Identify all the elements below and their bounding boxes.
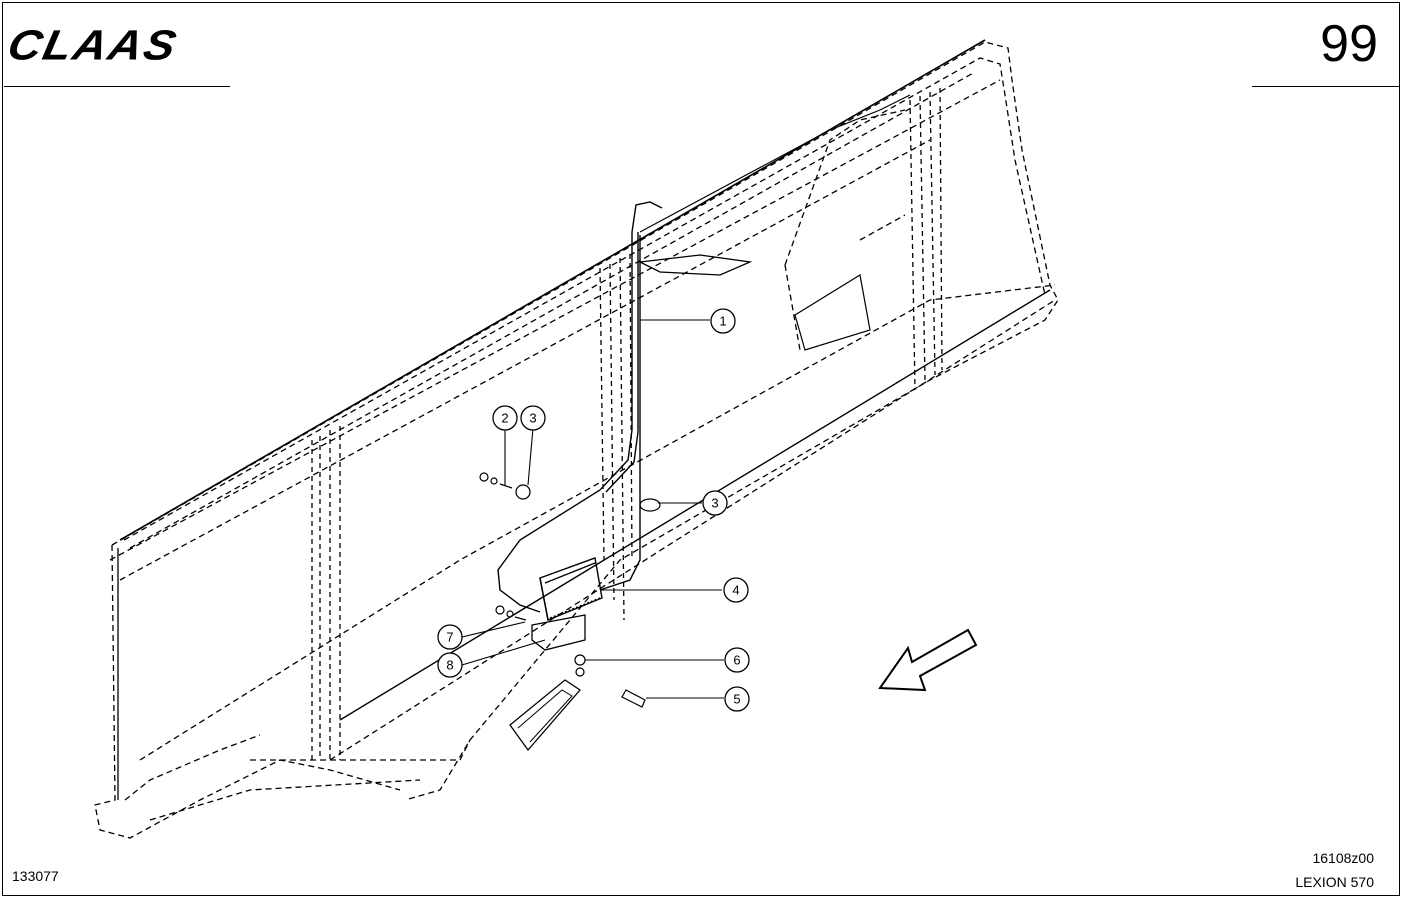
door-plate (794, 274, 871, 351)
callout-circle (520, 405, 546, 431)
upper-plate (637, 254, 753, 276)
callout-circle (724, 686, 750, 712)
door-handle (509, 679, 581, 752)
callout-c3b: 3 (702, 490, 728, 516)
fastener-group-top (479, 472, 531, 500)
callout-label: 1 (719, 314, 726, 329)
callout-c6: 6 (724, 647, 750, 673)
callout-circle (723, 577, 749, 603)
callout-label: 3 (529, 411, 536, 426)
callout-label: 5 (733, 692, 740, 707)
callout-label: 2 (501, 411, 508, 426)
drawing-number: 133077 (12, 868, 59, 884)
fastener-group-lower (495, 605, 527, 621)
callout-label: 7 (446, 630, 453, 645)
callout-circle (437, 652, 463, 678)
callout-circle (702, 490, 728, 516)
callout-c8: 8 (437, 652, 463, 678)
callout-label: 8 (446, 658, 453, 673)
connector-plug (621, 689, 646, 708)
callout-c4: 4 (723, 577, 749, 603)
door-glass (784, 109, 906, 351)
cab-lower-rail (339, 289, 1051, 721)
page-number: 99 (1320, 15, 1378, 73)
cab-top-rail (119, 39, 986, 541)
callout-circle (492, 405, 518, 431)
page-number-rule (1252, 86, 1400, 87)
model-name: LEXION 570 (1295, 874, 1374, 890)
lamp-bracket (531, 614, 586, 651)
callout-circle (724, 647, 750, 673)
left-pillar (311, 426, 341, 760)
callout-c1: 1 (710, 308, 736, 334)
washer (574, 654, 586, 677)
callout-c5: 5 (724, 686, 750, 712)
middle-pillar (599, 253, 633, 621)
callout-label: 6 (733, 653, 740, 668)
illustration-code: 16108z00 (1312, 850, 1374, 866)
callout-circle (710, 308, 736, 334)
cab-outline (94, 41, 1059, 839)
callout-label: 4 (732, 583, 739, 598)
cable-harness (497, 201, 663, 613)
cable-clip-right (639, 498, 661, 512)
right-pillar (909, 87, 943, 391)
work-lamp (539, 557, 603, 621)
upper-cable (639, 94, 911, 233)
callout-circle (437, 624, 463, 650)
callout-c3a: 3 (520, 405, 546, 431)
callout-group: 1 2 3 3 4 5 6 7 8 (437, 308, 750, 712)
callout-label: 3 (711, 496, 718, 511)
callout-c7: 7 (437, 624, 463, 650)
callout-c2: 2 (492, 405, 518, 431)
travel-direction-arrow-icon (878, 628, 978, 692)
logo-rule (4, 86, 230, 87)
leader-lines (461, 319, 724, 699)
